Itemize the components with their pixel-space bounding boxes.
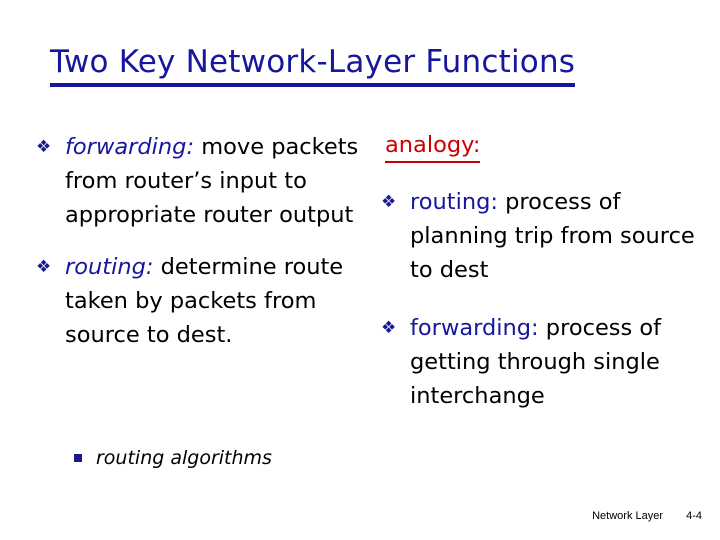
analogy-heading-text: analogy: [385, 130, 481, 163]
sub-list-item: routing algorithms [74, 445, 272, 471]
bullet-body: determine route taken by packets from so… [65, 254, 344, 348]
footer-section-label: Network Layer [592, 510, 664, 522]
page-title: Two Key Network-Layer Functions [50, 44, 670, 87]
bullet-term: forwarding: [410, 315, 539, 341]
page-number: 4-4 [686, 510, 702, 522]
square-bullet-icon [74, 454, 82, 462]
page-title-text: Two Key Network-Layer Functions [50, 44, 576, 87]
bullet-body: process of planning trip from source to … [410, 189, 695, 283]
left-column: ❖ forwarding: move packets from router’s… [36, 130, 366, 370]
list-item: ❖ forwarding: move packets from router’s… [36, 130, 366, 232]
bullet-term: routing: [410, 189, 498, 215]
diamond-bullet-icon: ❖ [36, 257, 52, 277]
slide-footer: Network Layer 4-4 [592, 510, 702, 522]
list-item: ❖ routing: determine route taken by pack… [36, 250, 366, 352]
bullet-term: routing: [65, 254, 154, 280]
diamond-bullet-icon: ❖ [381, 318, 397, 338]
bullet-body: process of getting through single interc… [410, 315, 662, 409]
list-item: ❖ forwarding: process of getting through… [381, 311, 711, 413]
diamond-bullet-icon: ❖ [381, 192, 397, 212]
analogy-heading: analogy: [385, 130, 711, 163]
right-column: analogy: ❖ routing: process of planning … [381, 130, 711, 437]
bullet-term: forwarding: [65, 134, 195, 160]
bullet-body: move packets from router’s input to appr… [65, 134, 359, 228]
diamond-bullet-icon: ❖ [36, 137, 52, 157]
sub-list-item-label: routing algorithms [96, 447, 272, 469]
list-item: ❖ routing: process of planning trip from… [381, 185, 711, 287]
